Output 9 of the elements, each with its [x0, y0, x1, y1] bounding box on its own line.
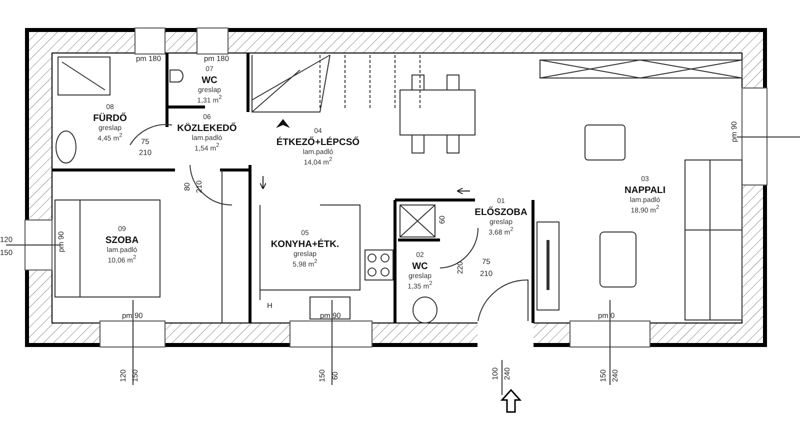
room-name: SZOBA: [105, 234, 139, 246]
room-name: ÉTKEZŐ+LÉPCSŐ: [276, 136, 360, 148]
room-name: NAPPALI: [624, 184, 666, 196]
room-name: WC: [412, 260, 428, 272]
room-name: FÜRDŐ: [93, 112, 127, 124]
room-name: KONYHA+ÉTK.: [270, 238, 340, 250]
room-name: ELŐSZOBA: [474, 206, 528, 218]
room-name: KÖZLEKEDŐ: [177, 122, 237, 134]
room-name: WC: [202, 74, 218, 86]
